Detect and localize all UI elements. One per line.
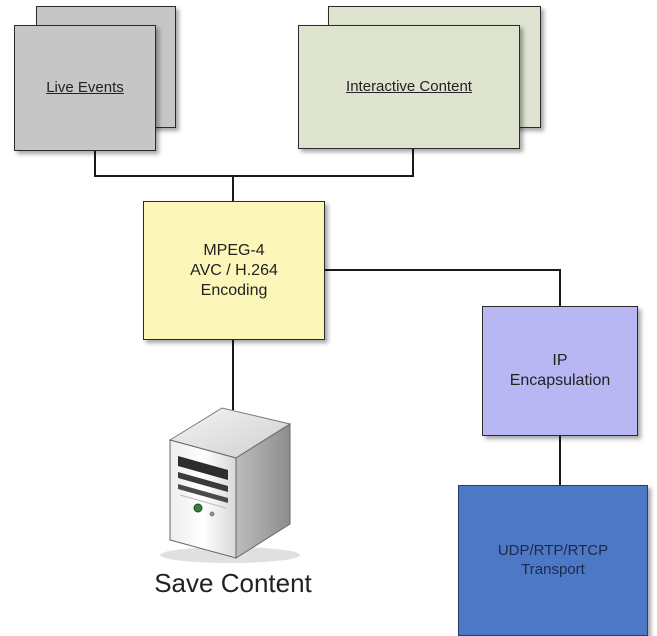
connector-encoding-to-server	[232, 338, 234, 410]
connector-live-down	[94, 150, 96, 176]
transport-box: UDP/RTP/RTCP Transport	[458, 485, 648, 636]
ip-encapsulation-box: IP Encapsulation	[482, 306, 638, 436]
connector-ip-to-transport	[559, 434, 561, 486]
live-events-link[interactable]: Live Events	[46, 78, 124, 96]
encoding-label: MPEG-4 AVC / H.264 Encoding	[190, 241, 278, 299]
interactive-content-box: Interactive Content	[298, 25, 520, 149]
interactive-content-link[interactable]: Interactive Content	[346, 77, 472, 95]
transport-label: UDP/RTP/RTCP Transport	[497, 541, 609, 578]
ip-encapsulation-label: IP Encapsulation	[509, 352, 611, 389]
connector-encoding-right	[323, 269, 561, 271]
server-tower-icon	[160, 407, 300, 563]
connector-to-ip	[559, 269, 561, 307]
connector-interactive-down	[412, 147, 414, 176]
save-content-label: Save Content	[154, 568, 312, 598]
live-events-box: Live Events	[14, 25, 156, 151]
connector-top-horizontal	[94, 175, 414, 177]
connector-to-encoding	[232, 175, 234, 203]
encoding-box: MPEG-4 AVC / H.264 Encoding	[143, 201, 325, 340]
